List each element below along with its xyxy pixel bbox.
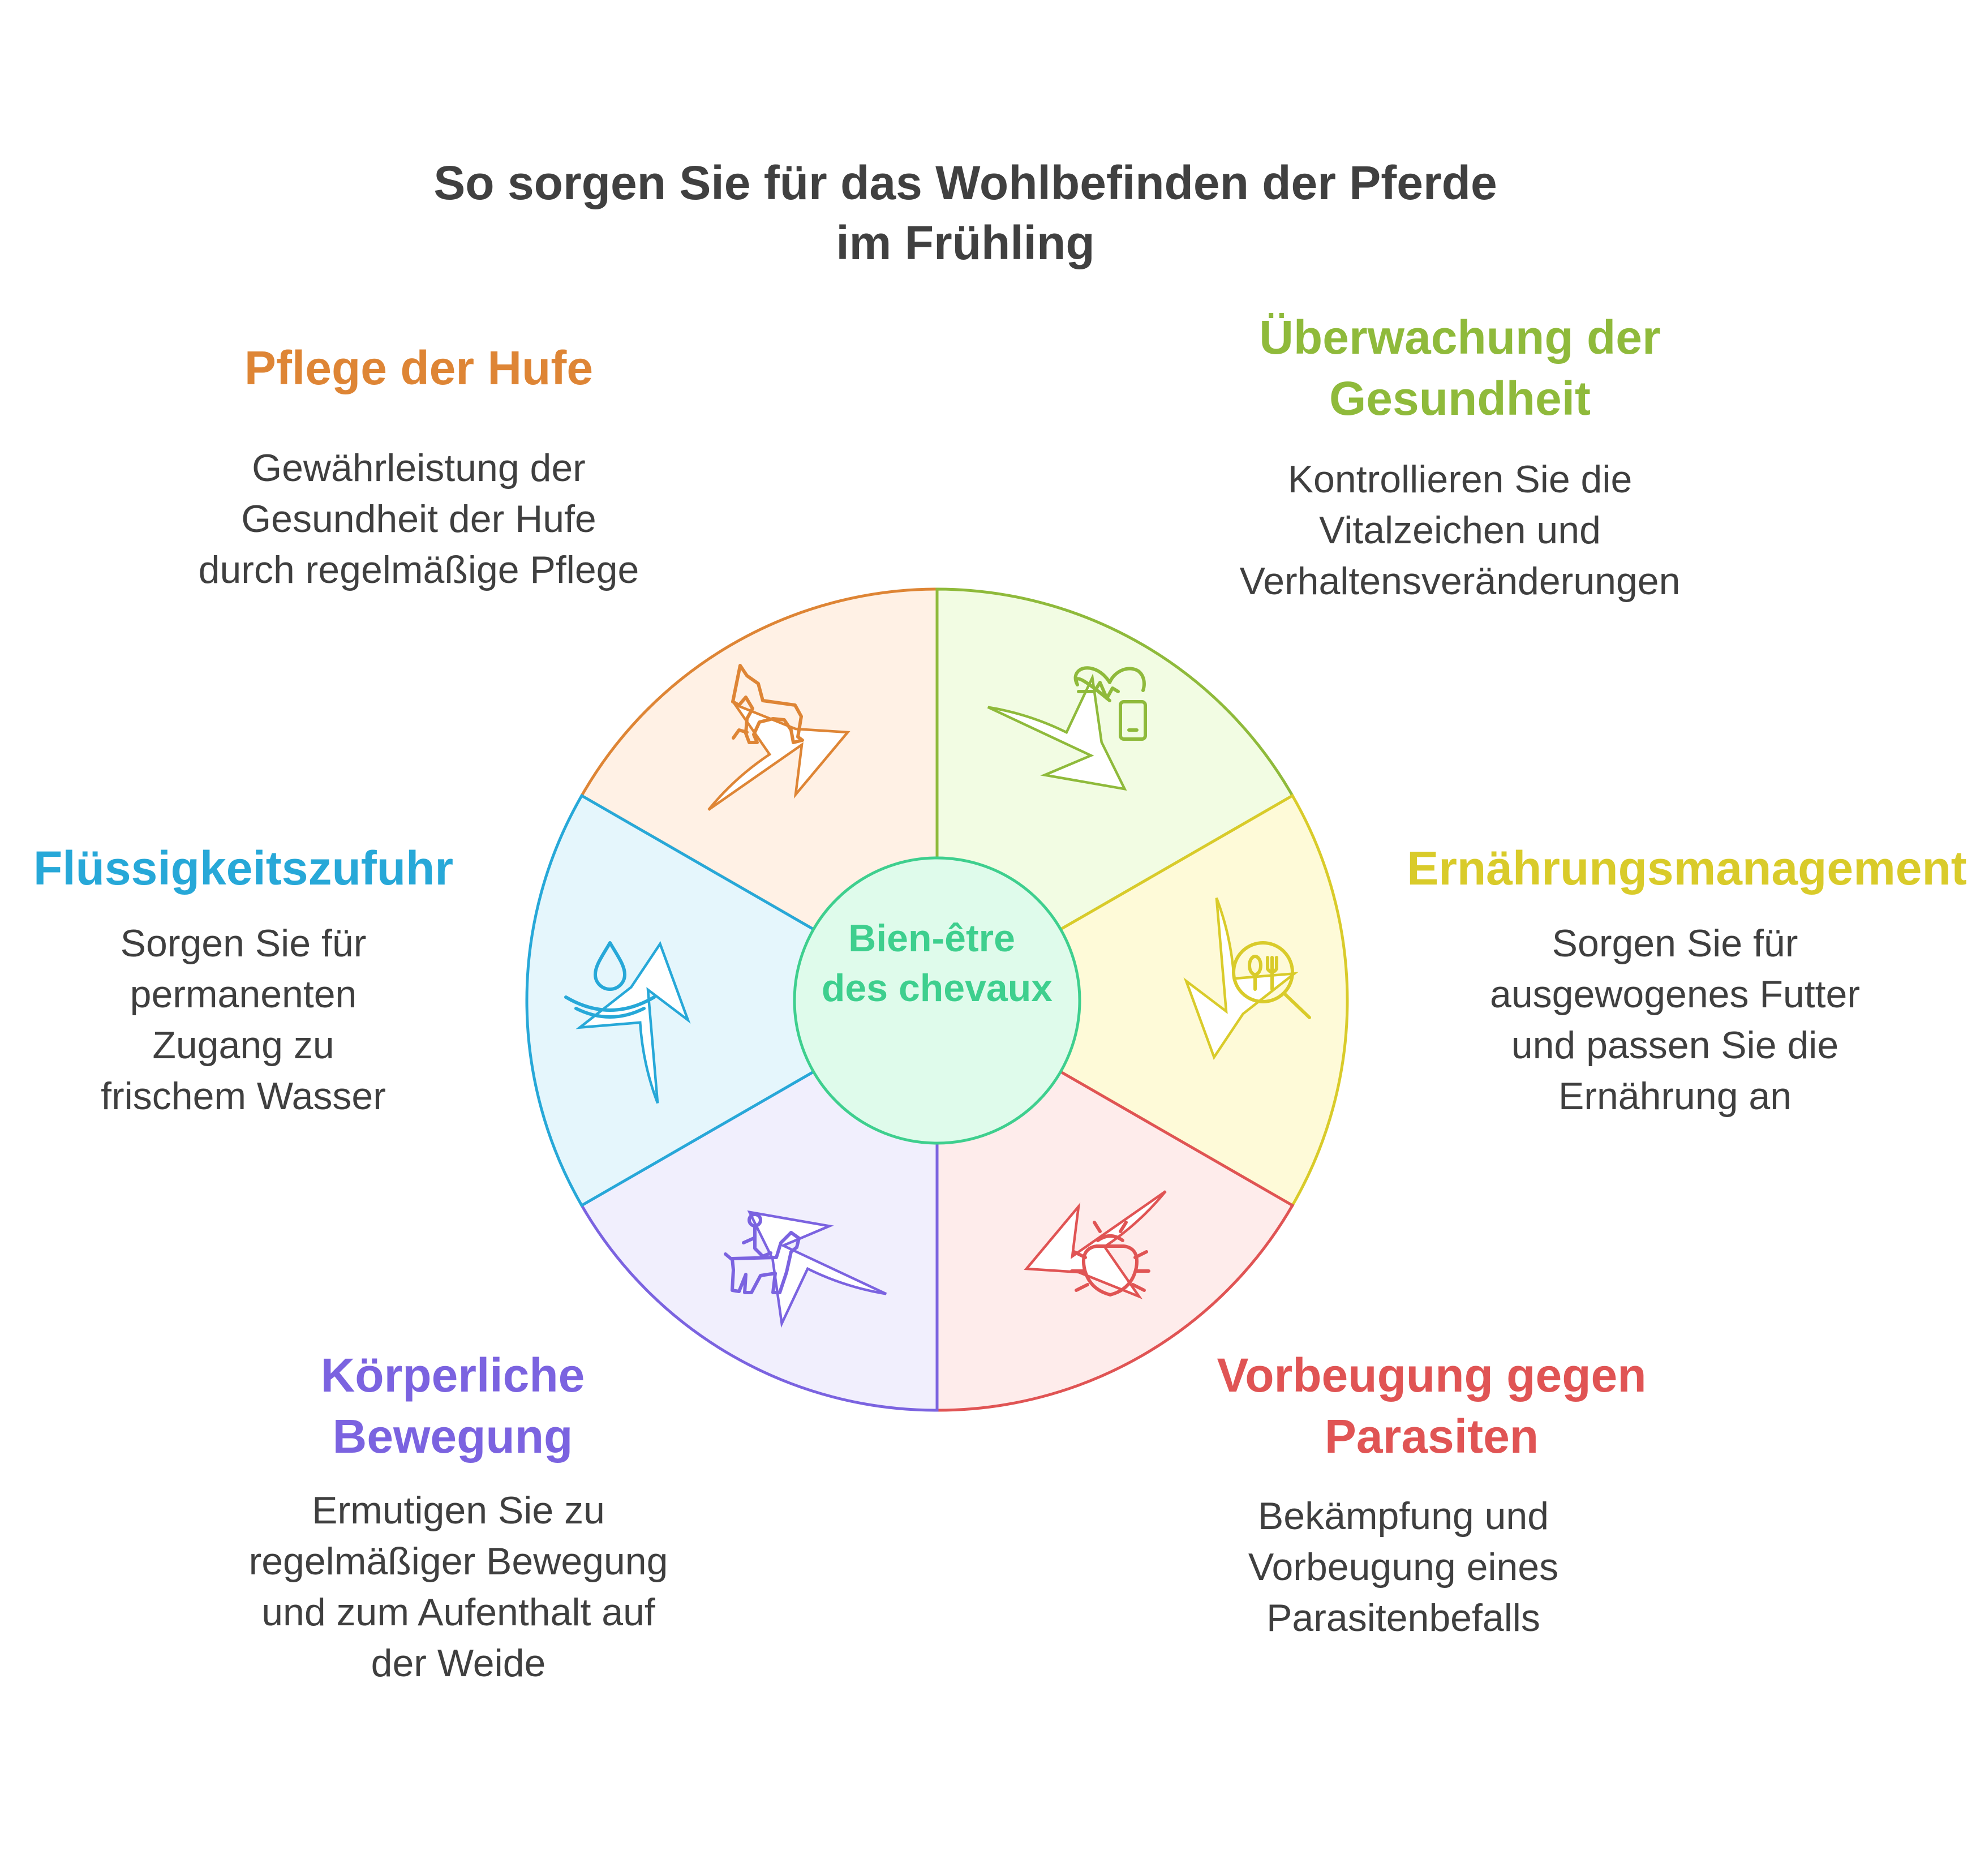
arrow-health (987, 673, 1127, 791)
arrow-hooves (707, 702, 850, 811)
heading-exercise: Körperliche Bewegung (320, 1349, 585, 1463)
description-exercise: Ermutigen Sie zu regelmäßiger Bewegung u… (248, 1489, 668, 1685)
heading-health: Überwachung der Gesundheit (1259, 311, 1661, 425)
heading-parasites: Vorbeugung gegen Parasiten (1217, 1349, 1647, 1463)
center-circle (793, 856, 1081, 1145)
arrow-hydration (575, 941, 691, 1104)
sector-hydration (525, 793, 940, 1208)
heading-nutrition: Ernährungsmanagement (1407, 842, 1967, 895)
sector-nutrition (934, 793, 1349, 1208)
description-health: Kontrollieren Sie die Vitalzeichen und V… (1239, 458, 1681, 603)
heart-monitor-icon (1073, 666, 1147, 741)
description-parasites: Bekämpfung und Vorbeugung eines Parasite… (1248, 1495, 1559, 1639)
page-title: So sorgen Sie für das Wohlbefinden der P… (433, 156, 1497, 269)
food-search-icon (1232, 941, 1311, 1019)
description-nutrition: Sorgen Sie für ausgewogenes Futter und p… (1490, 922, 1860, 1118)
description-hooves: Gewährleistung der Gesundheit der Hufe d… (198, 447, 639, 591)
bug-icon (1070, 1221, 1150, 1297)
water-drop-icon (564, 941, 656, 1019)
horse-icon (731, 664, 804, 744)
description-hydration: Sorgen Sie für permanenten Zugang zu fri… (101, 922, 386, 1118)
center-label: Bien-être des chevaux (822, 917, 1053, 1010)
heading-hooves: Pflege der Hufe (244, 341, 594, 394)
heading-hydration: Flüssigkeitszufuhr (33, 842, 454, 895)
horse-rider-icon (724, 1213, 801, 1294)
arrow-parasites (1024, 1190, 1167, 1299)
